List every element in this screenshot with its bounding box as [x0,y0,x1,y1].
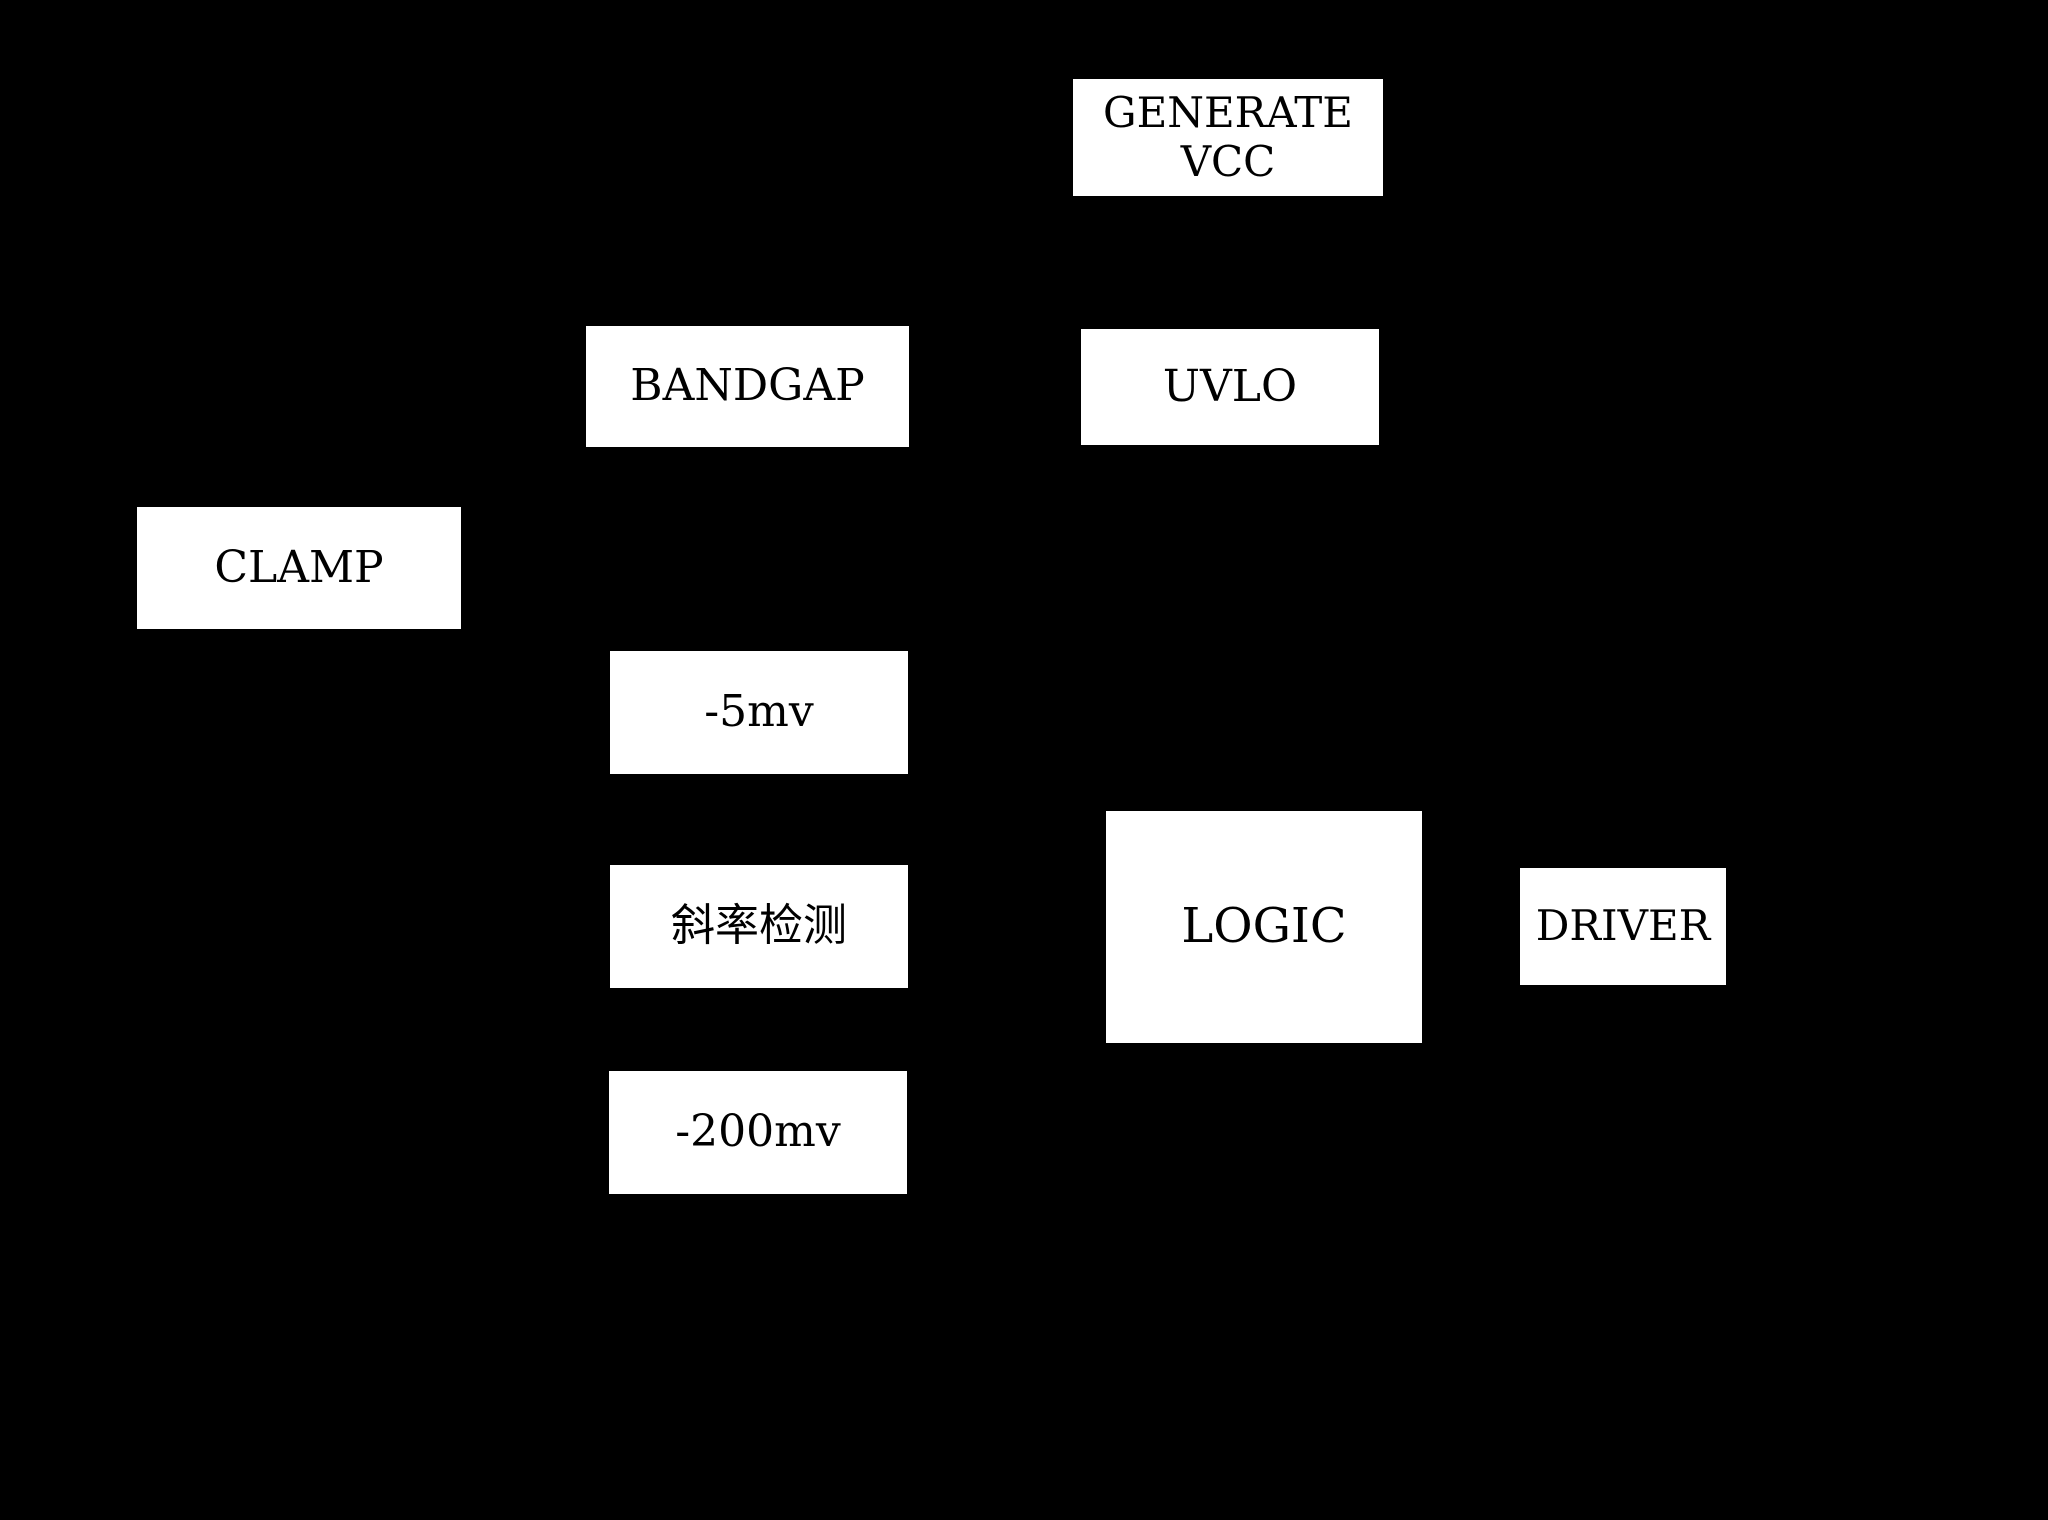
minus-200mv-label: -200mv [675,1106,841,1158]
logic-block: LOGIC [1106,811,1422,1043]
uvlo-label: UVLO [1162,360,1298,412]
clamp-block: CLAMP [137,507,461,629]
logic-label: LOGIC [1181,898,1347,955]
minus-200mv-block: -200mv [609,1071,907,1194]
slope-detect-label: 斜率检测 [671,900,847,952]
bandgap-block: BANDGAP [586,326,909,447]
uvlo-block: UVLO [1081,329,1379,445]
minus-5mv-label: -5mv [704,686,814,738]
bandgap-label: BANDGAP [630,360,865,412]
slope-detect-block: 斜率检测 [610,865,908,988]
generate-vcc-block: GENERATE VCC [1073,79,1383,196]
minus-5mv-block: -5mv [610,651,908,774]
driver-label: DRIVER [1535,901,1711,951]
driver-block: DRIVER [1520,868,1726,985]
clamp-label: CLAMP [214,541,384,593]
generate-vcc-label: GENERATE VCC [1103,88,1353,186]
